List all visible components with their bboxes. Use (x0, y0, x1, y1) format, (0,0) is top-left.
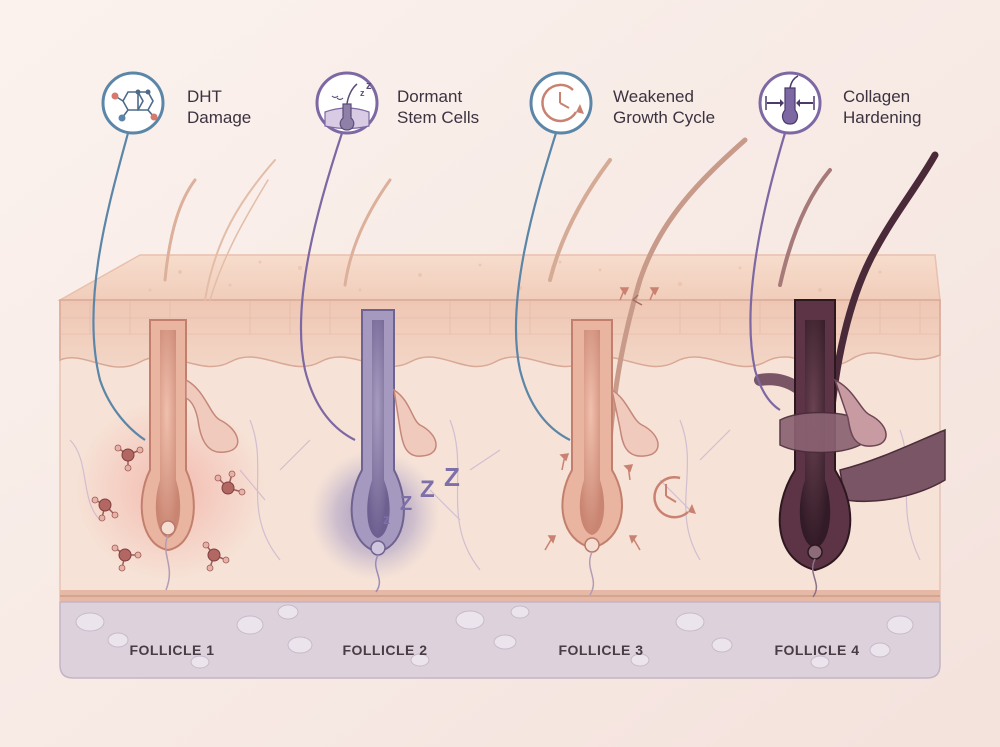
callout-label-dormant: Dormant Stem Cells (397, 86, 479, 128)
callout-icon-collagen (758, 71, 822, 135)
callout-icon-weakened (529, 71, 593, 135)
growth-arrows (544, 287, 660, 551)
epidermis-cells (60, 300, 940, 335)
svg-text:z: z (360, 88, 365, 98)
dht-molecules (91, 444, 246, 572)
callout-line1: Weakened (613, 87, 694, 106)
sebaceous-gland (833, 378, 887, 447)
callout-line2: Growth Cycle (613, 108, 716, 127)
thin-hair (548, 158, 612, 282)
sleep-zzz: z Z Z Z (383, 462, 460, 527)
collagen-wrap (779, 411, 861, 454)
skin-texture (148, 260, 882, 292)
callout-line2: Hardening (843, 108, 922, 127)
skin-surface (57, 254, 941, 301)
leader-line-weakened (514, 132, 571, 441)
thin-hair (163, 178, 197, 282)
callout-line2: Stem Cells (397, 108, 480, 127)
sebaceous-gland (610, 388, 659, 457)
compressed-follicle-icon (765, 75, 815, 125)
hair-bulb (155, 330, 181, 538)
leader-line-dormant (299, 132, 356, 441)
vessel (588, 551, 595, 596)
cycle-clock-icon (653, 476, 696, 519)
callout-label-weakened: Weakened Growth Cycle (613, 86, 715, 128)
callout-line1: Collagen (843, 87, 911, 106)
callout-line1: DHT (187, 87, 222, 106)
cycle-clock-icon (541, 83, 584, 123)
follicle-4 (754, 151, 946, 598)
callout-icon-dht (101, 71, 165, 135)
callout-label-dht: DHT Damage (187, 86, 251, 128)
thin-hair (778, 168, 832, 287)
dermal-papilla (370, 540, 386, 556)
thin-hair (209, 179, 269, 301)
callout-line2: Damage (187, 108, 252, 127)
dermal-papilla (160, 520, 176, 536)
svg-text:z: z (366, 80, 372, 92)
dark-hair (826, 151, 939, 434)
vessel (164, 534, 171, 591)
svg-text:Z: Z (420, 476, 435, 503)
callout-label-collagen: Collagen Hardening (843, 86, 921, 128)
hair-break (631, 294, 643, 306)
leader-line-dht (92, 132, 146, 441)
hair-bulb (367, 320, 390, 538)
vessel (374, 554, 381, 593)
leader-line-collagen (749, 132, 787, 411)
collagen-band (839, 428, 946, 503)
thin-hair (343, 178, 392, 287)
sebaceous-gland (393, 388, 437, 457)
vessel (811, 558, 818, 598)
svg-text:Z: Z (444, 462, 460, 492)
follicle-3 (544, 137, 748, 596)
follicle-2: z Z Z Z (310, 178, 460, 593)
svg-text:z: z (383, 511, 390, 527)
broken-hair (607, 137, 748, 443)
follicle-label-4: FOLLICLE 4 (774, 642, 860, 658)
hair-bulb (579, 330, 605, 535)
follicle-label-2: FOLLICLE 2 (342, 642, 428, 658)
callout-icon-dormant: z z (315, 71, 379, 135)
dermal-papilla (584, 537, 600, 553)
follicle-label-1: FOLLICLE 1 (129, 642, 215, 658)
follicle-1 (75, 159, 276, 591)
sleeping-follicle-icon: z z (324, 80, 372, 131)
fat-cells (75, 604, 914, 669)
callout-line1: Dormant (397, 87, 463, 106)
thin-hair (204, 159, 276, 301)
follicle-label-3: FOLLICLE 3 (558, 642, 644, 658)
svg-text:Z: Z (400, 493, 412, 515)
dermal-papilla (807, 544, 823, 560)
molecule-icon (111, 89, 158, 122)
sebaceous-gland (185, 378, 239, 453)
